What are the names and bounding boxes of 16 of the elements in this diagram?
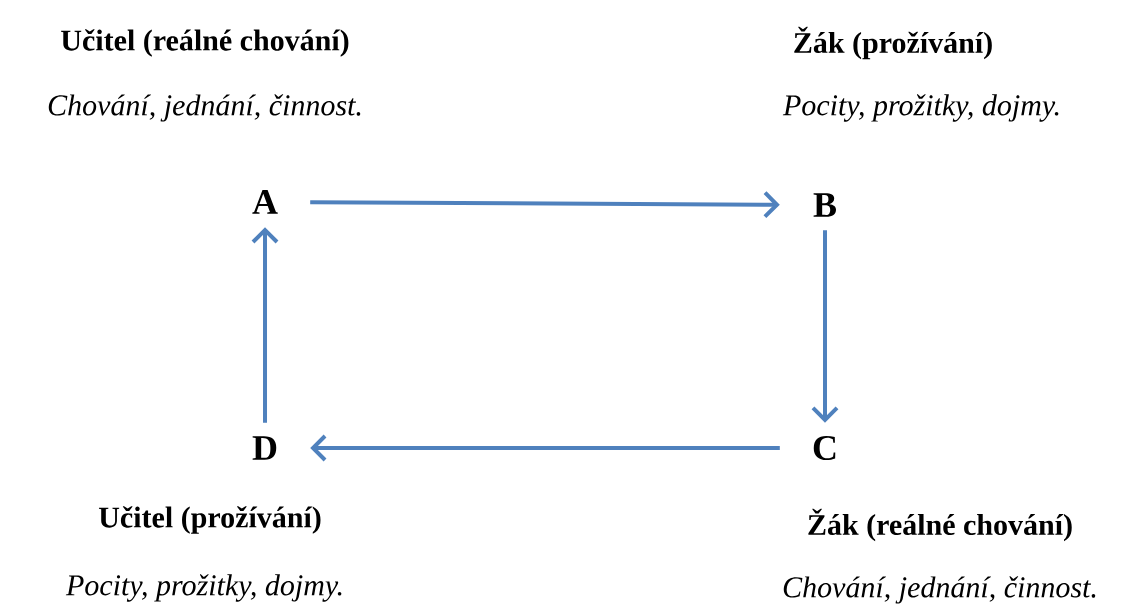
caption-text: Pocity, prožitky, dojmy. <box>65 574 342 602</box>
heading-text: Žák (prožívání) <box>794 26 992 60</box>
arrow <box>310 191 780 219</box>
arrow <box>310 434 780 462</box>
arrow <box>811 230 839 423</box>
heading-text: Učitel (reálné chování) <box>61 29 349 57</box>
letter-label: B <box>813 193 836 217</box>
caption-text: Chování, jednání, činnost. <box>783 576 1096 604</box>
caption-text: Pocity, prožitky, dojmy. <box>782 94 1059 122</box>
letter-label: C <box>813 435 836 461</box>
letter-label: D <box>252 436 277 460</box>
heading-text: Učitel (prožívání) <box>99 506 321 534</box>
caption-text: Chování, jednání, činnost. <box>48 94 361 122</box>
arrow <box>251 227 279 423</box>
letter-label: A <box>252 190 278 214</box>
heading-text: Žák (reálné chování) <box>808 508 1072 542</box>
